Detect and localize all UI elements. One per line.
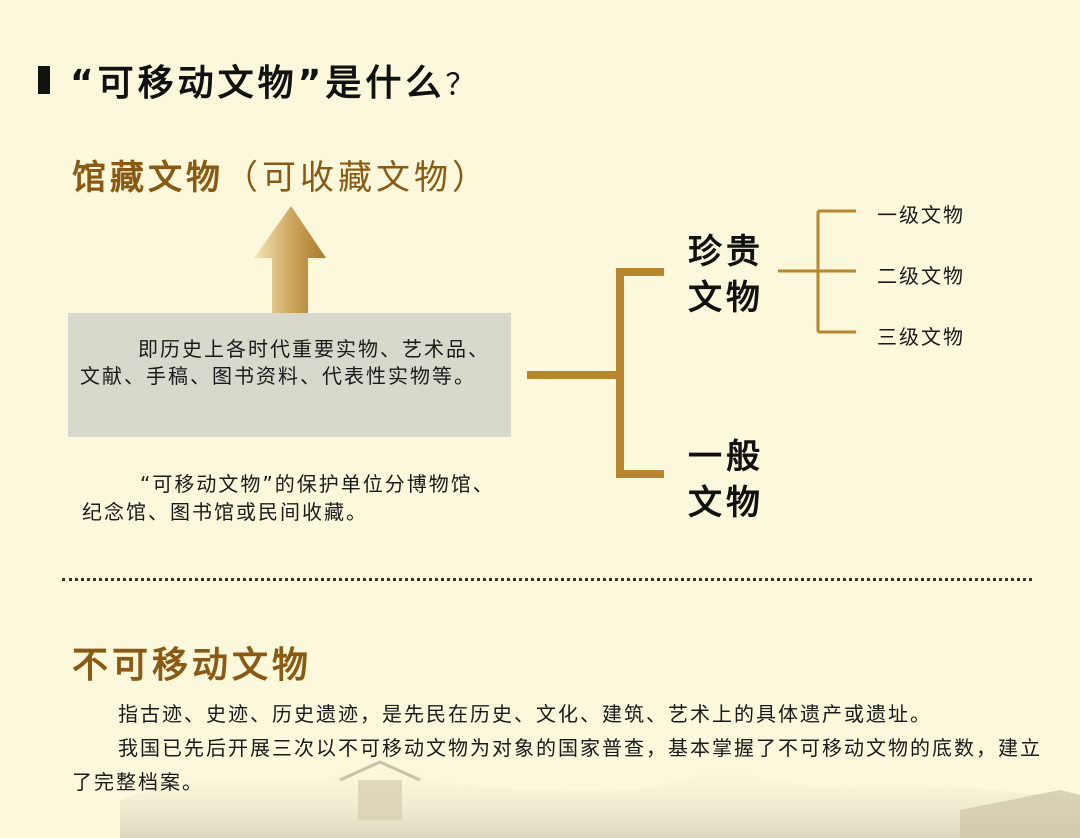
immovable-relics-heading: 不可移动文物 [72, 636, 312, 688]
immovable-definition-paragraph: 指古迹、史迹、历史遗迹，是先民在历史、文化、建筑、艺术上的具体遗产或遗址。 [72, 697, 1052, 731]
dotted-divider [62, 578, 1032, 581]
title-marker-bar [38, 66, 50, 94]
grade-3-label: 三级文物 [877, 321, 965, 350]
protection-units-text: “可移动文物”的保护单位分博物馆、纪念馆、图书馆或民间收藏。 [82, 470, 512, 526]
precious-relics-label: 珍贵 文物 [688, 229, 778, 321]
grade-bracket [778, 211, 856, 332]
grade-2-label: 二级文物 [877, 260, 965, 289]
collection-relics-heading-main: 馆藏文物 [72, 158, 224, 198]
collection-relics-heading: 馆藏文物（可收藏文物） [72, 150, 490, 199]
definition-text: 即历史上各时代重要实物、艺术品、文献、手稿、图书资料、代表性实物等。 [80, 336, 505, 390]
immovable-census-paragraph: 我国已先后开展三次以不可移动文物为对象的国家普查，基本掌握了不可移动文物的底数，… [72, 731, 1047, 799]
page-title-text: “可移动文物”是什么 [70, 63, 445, 104]
page-title: “可移动文物”是什么？ [70, 54, 479, 106]
collection-relics-heading-sub: （可收藏文物） [224, 158, 490, 198]
page-title-question-mark: ？ [445, 68, 479, 103]
grade-1-label: 一级文物 [877, 199, 965, 228]
main-bracket [527, 268, 664, 478]
general-relics-label: 一般 文物 [688, 434, 778, 526]
